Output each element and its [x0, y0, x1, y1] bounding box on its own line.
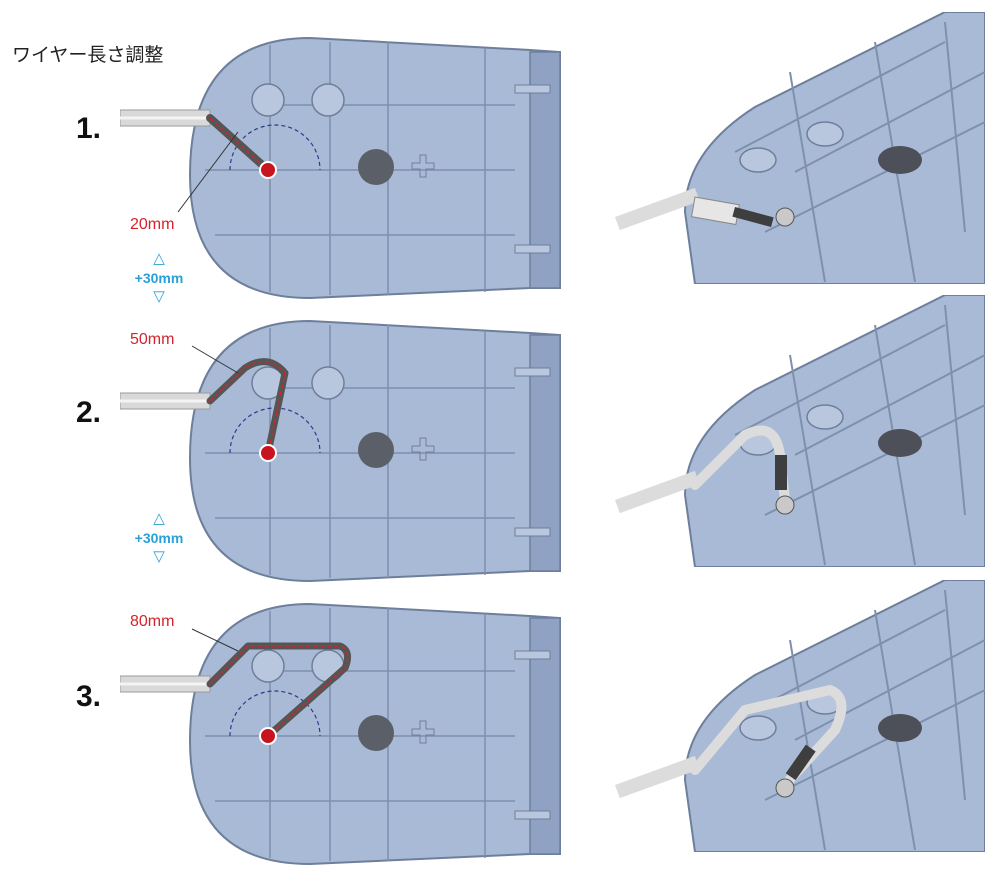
length-label-2: 50mm [130, 331, 175, 348]
step-number-3: 3. [76, 680, 102, 713]
top-view-diagram-1 [120, 36, 561, 300]
length-leader-line [177, 131, 239, 213]
up-triangle-icon: △ [153, 510, 165, 527]
top-view-diagram-2 [120, 319, 561, 583]
diagram-title: ワイヤー長さ調整 [12, 44, 164, 66]
perspective-view-3 [615, 580, 985, 852]
pivot-arc [229, 124, 321, 171]
increment-marker-2: △ +30mm ▽ [124, 510, 194, 566]
increment-marker-1: △ +30mm ▽ [124, 250, 194, 306]
length-leader-line [191, 628, 239, 652]
housing-outline [188, 319, 561, 583]
wire-cable [120, 358, 289, 457]
up-triangle-icon: △ [153, 250, 165, 267]
screw-pivot-icon [259, 444, 277, 462]
wire-cable [120, 642, 352, 740]
length-label-3: 80mm [130, 613, 175, 630]
down-triangle-icon: ▽ [153, 548, 165, 565]
housing-outline [188, 36, 561, 300]
perspective-view-1 [615, 12, 985, 284]
step-number-2: 2. [76, 396, 102, 429]
pivot-arc [229, 690, 321, 737]
step-number-1: 1. [76, 112, 102, 145]
length-label-1: 20mm [130, 216, 175, 233]
top-view-diagram-3 [120, 602, 561, 866]
wire-cable [120, 109, 272, 174]
length-leader-line [191, 345, 239, 374]
screw-pivot-icon [259, 161, 277, 179]
housing-outline [683, 12, 985, 284]
housing-outline [683, 295, 985, 567]
increment-value: +30mm [134, 530, 184, 546]
housing-outline [683, 580, 985, 852]
perspective-view-2 [615, 295, 985, 567]
screw-pivot-icon [259, 727, 277, 745]
down-triangle-icon: ▽ [153, 288, 165, 305]
increment-value: +30mm [134, 270, 184, 286]
housing-outline [188, 602, 561, 866]
